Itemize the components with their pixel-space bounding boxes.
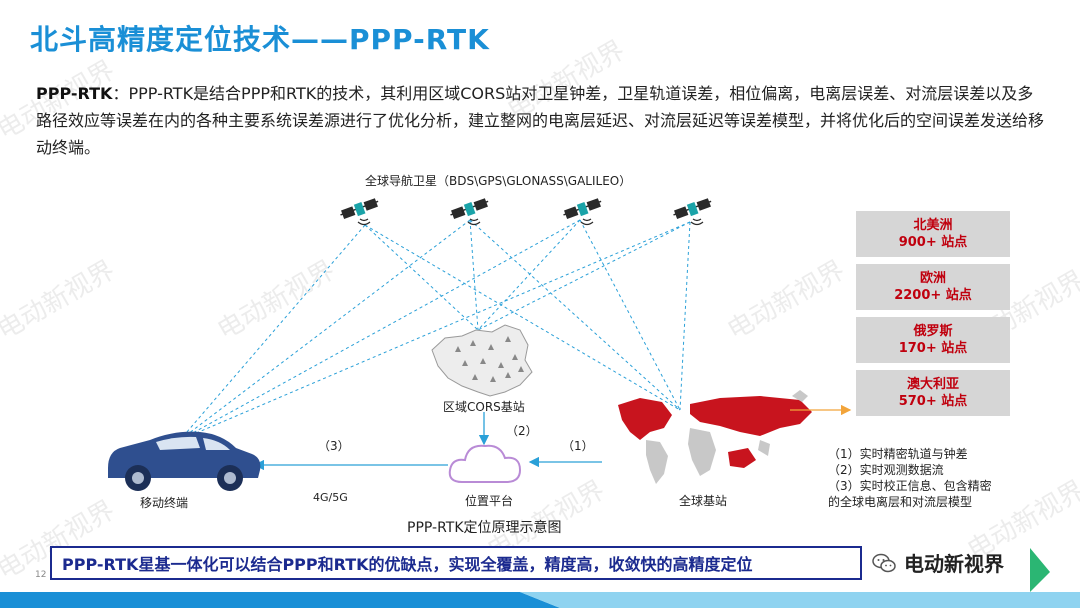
satellite-icon [562, 197, 602, 226]
step-2-label: （2） [506, 424, 538, 438]
brand-name: 电动新视界 [904, 552, 1004, 576]
satellite-label: 全球导航卫星（BDS\GPS\GLONASS\GALILEO） [365, 174, 632, 188]
footer-band-light [520, 592, 1080, 608]
wechat-icon [872, 553, 896, 573]
footer-band-blue [0, 592, 560, 608]
info-list: （1）实时精密轨道与钟差 （2）实时观测数据流 （3）实时校正信息、包含精密的全… [828, 446, 998, 510]
cors-label: 区域CORS基站 [443, 400, 525, 414]
intro-separator: ： [112, 84, 129, 103]
region-name: 北美洲 [913, 218, 953, 233]
world-map-icon [618, 390, 812, 484]
satellite-icon [339, 197, 379, 226]
info-item: （3）实时校正信息、包含精密的全球电离层和对流层模型 [828, 479, 992, 509]
info-item: （2）实时观测数据流 [828, 463, 944, 477]
page-number: 12 [35, 570, 47, 580]
page-title: 北斗高精度定位技术——PPP-RTK [30, 23, 490, 56]
region-count: 570+ 站点 [898, 394, 968, 409]
satellite-icon [672, 197, 712, 226]
region-europe: 欧洲 2200+ 站点 [856, 264, 1010, 310]
region-russia: 俄罗斯 170+ 站点 [856, 317, 1010, 363]
terminal-label: 移动终端 [140, 496, 189, 510]
region-count: 2200+ 站点 [894, 288, 972, 303]
region-name: 澳大利亚 [906, 377, 959, 392]
info-item: （1）实时精密轨道与钟差 [828, 447, 968, 461]
cloud-platform-icon [448, 444, 522, 483]
global-stations-label: 全球基站 [679, 494, 728, 508]
region-count: 900+ 站点 [898, 235, 968, 250]
china-map-icon [431, 324, 533, 397]
satellite-links [179, 219, 691, 441]
platform-label: 位置平台 [465, 494, 514, 508]
diagram-caption: PPP-RTK定位原理示意图 [407, 520, 562, 536]
step-1-label: （1） [562, 439, 594, 453]
region-name: 欧洲 [919, 271, 946, 286]
summary-box: PPP-RTK星基一体化可以结合PPP和RTK的优缺点，实现全覆盖，精度高，收敛… [50, 546, 862, 580]
region-name: 俄罗斯 [913, 324, 953, 339]
brand: 电动新视界 [872, 548, 1004, 577]
intro-paragraph: PPP-RTK：PPP-RTK是结合PPP和RTK的技术，其利用区域CORS站对… [36, 80, 1046, 161]
step-3-label: （3） [318, 439, 350, 453]
intro-text: PPP-RTK是结合PPP和RTK的技术，其利用区域CORS站对卫星钟差，卫星轨… [36, 84, 1045, 157]
region-australia: 澳大利亚 570+ 站点 [856, 370, 1010, 416]
region-north-america: 北美洲 900+ 站点 [856, 211, 1010, 257]
intro-term: PPP-RTK [36, 84, 113, 103]
corner-accent [1030, 548, 1050, 592]
summary-text: PPP-RTK星基一体化可以结合PPP和RTK的优缺点，实现全覆盖，精度高，收敛… [62, 555, 753, 574]
region-count: 170+ 站点 [898, 341, 968, 356]
car-icon [108, 431, 261, 491]
link-label: 4G/5G [313, 491, 348, 504]
